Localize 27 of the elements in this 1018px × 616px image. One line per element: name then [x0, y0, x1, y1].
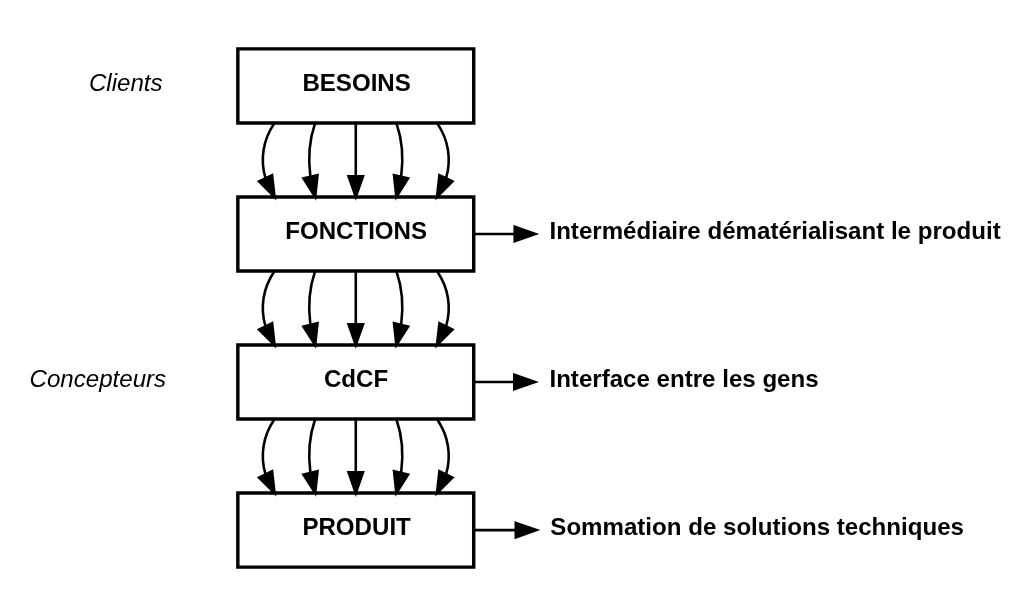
arrow — [301, 122, 319, 201]
node-box: BESOINS — [236, 47, 476, 125]
node-text: Sommation de solutions techniques — [550, 512, 964, 540]
arrow — [346, 271, 365, 349]
arrow — [392, 122, 411, 201]
arrow — [435, 122, 455, 201]
arrow — [435, 270, 455, 349]
arrow — [474, 521, 541, 540]
arrow — [301, 419, 319, 497]
node-box: FONCTIONS — [236, 195, 476, 273]
node-box: CdCF — [236, 343, 476, 421]
arrow — [301, 271, 319, 349]
arrow — [256, 418, 277, 497]
arrow — [346, 419, 365, 497]
node-box: PRODUIT — [236, 491, 476, 569]
node-text: Intermédiaire dématérialisant le produit — [549, 216, 1001, 244]
arrow — [474, 224, 540, 243]
arrow — [392, 419, 411, 497]
arrow — [392, 271, 411, 349]
label: Clients — [88, 68, 163, 96]
arrow — [256, 122, 277, 201]
node-text: Interface entre les gens — [549, 364, 819, 392]
label: Concepteurs — [29, 364, 167, 392]
arrow — [256, 270, 277, 349]
arrow — [474, 373, 539, 392]
arrow — [435, 418, 455, 497]
arrow — [346, 123, 365, 201]
